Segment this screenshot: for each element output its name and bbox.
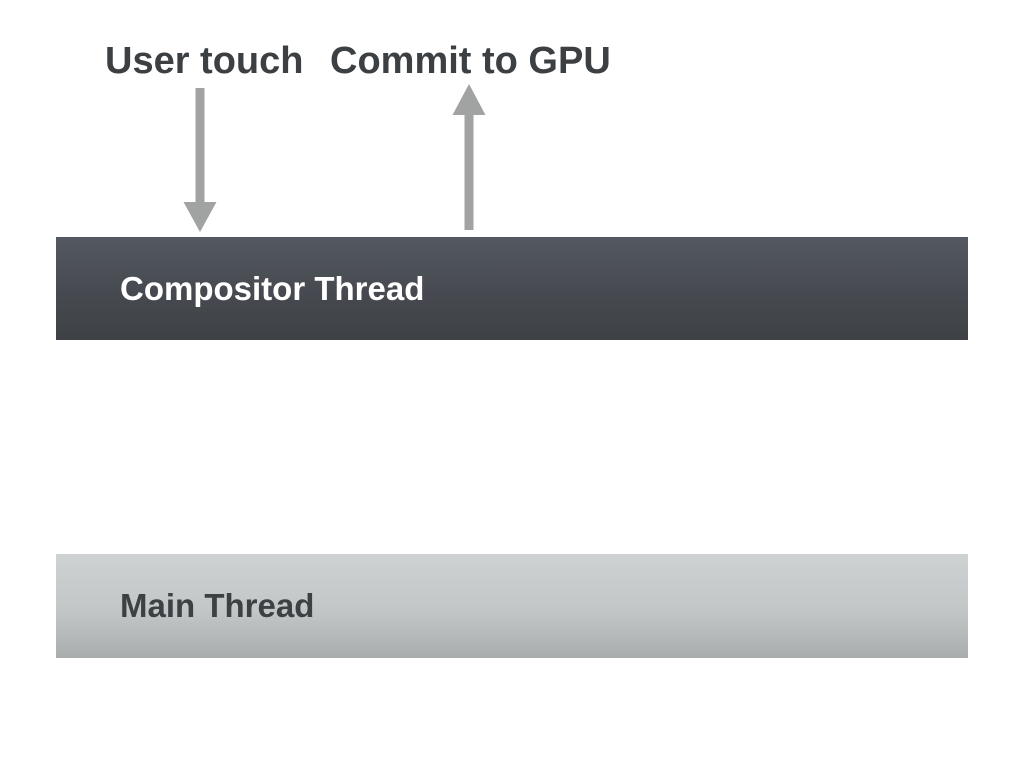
commit-to-gpu-label: Commit to GPU bbox=[330, 40, 611, 82]
arrow-down-head bbox=[183, 202, 217, 232]
user-touch-label: User touch bbox=[105, 40, 304, 82]
arrow-down-shaft bbox=[195, 88, 205, 207]
arrow-up-head bbox=[452, 84, 486, 115]
arrow-up-shaft bbox=[464, 111, 474, 230]
compositor-thread-label: Compositor Thread bbox=[120, 269, 425, 307]
main-thread-bar: Main Thread bbox=[56, 554, 968, 658]
compositor-thread-bar: Compositor Thread bbox=[56, 237, 968, 340]
main-thread-label: Main Thread bbox=[120, 587, 315, 624]
arrow-up-icon bbox=[452, 84, 486, 230]
arrow-down-icon bbox=[183, 88, 217, 232]
